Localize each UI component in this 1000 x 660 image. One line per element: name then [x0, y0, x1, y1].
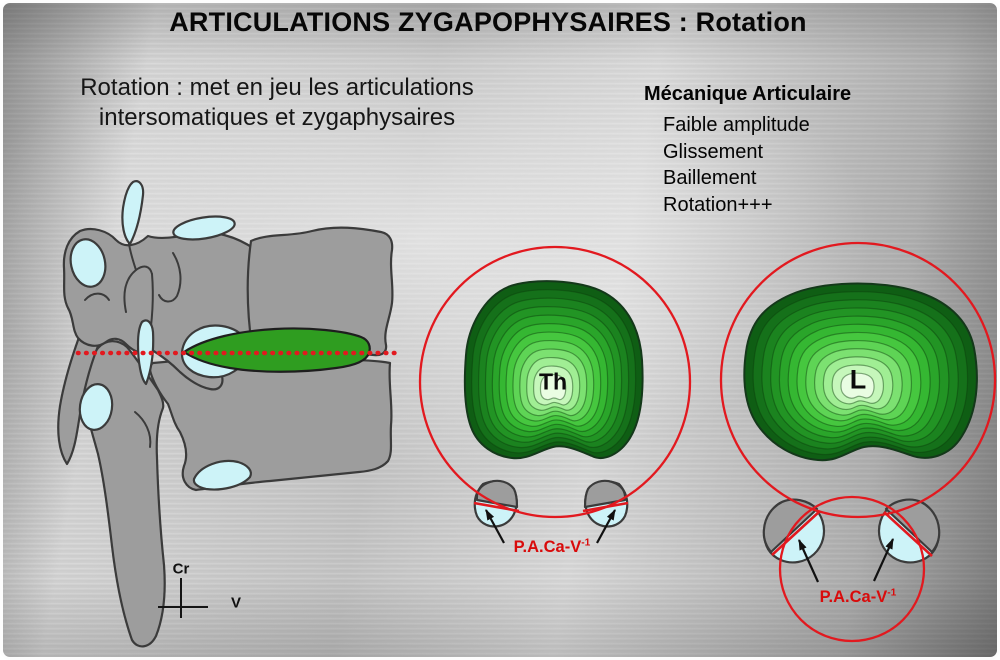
- axis-ventral-label: V: [230, 594, 242, 612]
- l-left-arrow: [797, 538, 820, 583]
- lower-facet-oval: [78, 383, 114, 431]
- l-joint-annotation-base: P.A.Ca-V: [819, 587, 888, 606]
- lower-endplate-facet: [192, 459, 252, 491]
- mechanics-item-amplitude: Faible amplitude: [663, 114, 810, 136]
- mechanics-heading: Mécanique Articulaire: [644, 83, 852, 105]
- th-joint-annotation: P.A.Ca-V-1: [514, 537, 591, 557]
- l-left-facet-joint: [762, 498, 826, 564]
- rotation-circles: [418, 241, 997, 643]
- th-right-facet-joint: [582, 479, 629, 528]
- axis-cranial-label: Cr: [172, 560, 190, 578]
- orientation-axis-cross: [158, 578, 208, 618]
- contour-band: [841, 373, 874, 398]
- th-joint-annotation-sup: -1: [581, 537, 591, 549]
- th-rotation-circle: [418, 245, 692, 519]
- mechanics-item-rotation: Rotation+++: [663, 193, 773, 216]
- thoracic-label: Th: [538, 368, 568, 395]
- contour-band: [540, 375, 565, 400]
- th-right-arrow: [596, 509, 616, 544]
- posterior-facet-oval: [69, 238, 107, 288]
- vertebrae-lateral-drawing: [57, 180, 394, 648]
- mechanics-item-baillement: Baillement: [663, 167, 757, 189]
- l-rotation-circle: [719, 241, 997, 519]
- lumbar-label: L: [849, 364, 867, 395]
- slide-title: ARTICULATIONS ZYGAPOPHYSAIRES : Rotation: [169, 7, 807, 37]
- l-joint-annotation-sup: -1: [887, 587, 897, 599]
- endplate-facet-top: [172, 215, 236, 241]
- thoracic-body-contours: [465, 281, 643, 458]
- l-joint-annotation: P.A.Ca-V-1: [820, 587, 897, 607]
- lumbar-body-contours: [744, 284, 977, 461]
- l-facet-rotation-circle: [778, 495, 926, 643]
- intro-text: Rotation : met en jeu les articulations …: [30, 73, 524, 133]
- superior-process-facet: [121, 180, 145, 246]
- mid-articular-sliver: [136, 319, 155, 386]
- intro-line-1: Rotation : met en jeu les articulations: [80, 74, 474, 101]
- l-right-facet-joint: [877, 498, 941, 564]
- annotation-arrows: [485, 509, 895, 583]
- th-joint-annotation-base: P.A.Ca-V: [513, 537, 582, 556]
- mechanics-item-glissement: Glissement: [663, 140, 764, 163]
- l-right-arrow: [872, 537, 895, 582]
- th-left-arrow: [485, 509, 505, 544]
- intro-line-2: intersomatiques et zygaphysaires: [98, 104, 456, 131]
- mechanics-block: Mécanique Articulaire Faible amplitude G…: [644, 83, 851, 218]
